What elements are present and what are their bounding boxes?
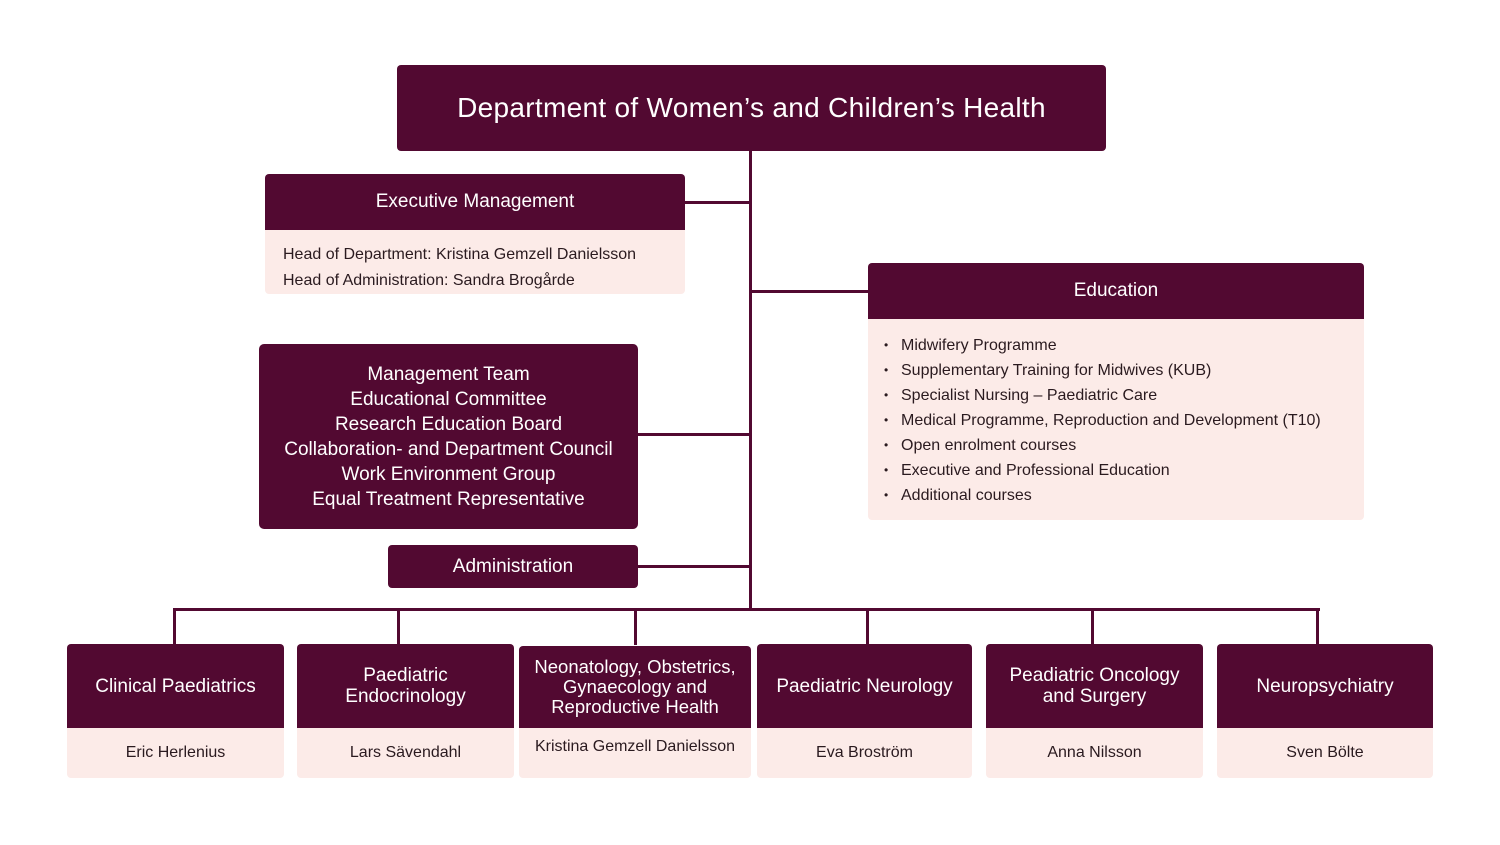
head-of-department: Head of Department: Kristina Gemzell Dan… [283,246,637,263]
department-title-box: Department of Women’s and Children’s Hea… [397,65,1106,151]
division-connector-2 [397,608,400,645]
bullet-icon: • [884,413,889,427]
education-item: •Executive and Professional Education [884,458,1364,483]
division-header-neonatology: Neonatology, Obstetrics, Gynaecology and… [519,646,751,728]
administration-connector [637,565,750,568]
division-head: Anna Nilsson [1047,744,1142,761]
education-item: •Midwifery Programme [884,333,1364,358]
division-head: Sven Bölte [1286,744,1364,761]
divisions-horizontal-connector [173,608,1320,611]
division-head-paediatric-neurology: Eva Broström [757,728,972,778]
division-header-paediatric-endocrinology: Paediatric Endocrinology [297,644,514,728]
committees-box: Management Team Educational Committee Re… [259,344,638,529]
division-connector-5 [1091,608,1094,645]
education-body: •Midwifery Programme •Supplementary Trai… [868,319,1364,520]
bullet-icon: • [884,438,889,452]
committee-item: Work Environment Group [341,463,556,485]
division-name: Paediatric Neurology [776,675,953,697]
department-title: Department of Women’s and Children’s Hea… [457,92,1046,123]
division-connector-1 [173,608,176,645]
main-vertical-connector [749,150,752,611]
division-head: Lars Sävendahl [349,744,462,761]
committee-item: Equal Treatment Representative [312,488,585,510]
administration-box: Administration [388,545,638,588]
committees-connector [637,433,750,436]
division-name: Neonatology, Obstetrics, Gynaecology and… [534,656,736,717]
education-item: •Additional courses [884,483,1364,508]
division-header-oncology-surgery: Peadiatric Oncology and Surgery [986,644,1203,728]
division-head: Eva Broström [816,744,913,761]
division-head-oncology-surgery: Anna Nilsson [986,728,1203,778]
division-head: Eric Herlenius [125,744,226,761]
committee-item: Collaboration- and Department Council [284,438,613,460]
education-item: •Supplementary Training for Midwives (KU… [884,358,1364,383]
executive-management-title: Executive Management [375,191,575,212]
education-connector [750,290,868,293]
education-item: •Specialist Nursing – Paediatric Care [884,383,1364,408]
education-header: Education [868,263,1364,319]
education-item: •Open enrolment courses [884,433,1364,458]
committee-item: Research Education Board [334,413,563,435]
committee-item: Educational Committee [350,388,547,410]
education-item: •Medical Programme, Reproduction and Dev… [884,408,1364,433]
division-head-clinical-paediatrics: Eric Herlenius [67,728,284,778]
bullet-icon: • [884,488,889,502]
executive-management-header: Executive Management [265,174,685,230]
executive-management-body: Head of Department: Kristina Gemzell Dan… [265,230,685,294]
division-head-paediatric-endocrinology: Lars Sävendahl [297,728,514,778]
committee-item: Management Team [367,363,530,385]
administration-label: Administration [452,555,574,577]
division-head-neuropsychiatry: Sven Bölte [1217,728,1433,778]
bullet-icon: • [884,388,889,402]
division-header-paediatric-neurology: Paediatric Neurology [757,644,972,728]
exec-connector [684,201,750,204]
division-header-clinical-paediatrics: Clinical Paediatrics [67,644,284,728]
division-name: Clinical Paediatrics [95,675,256,697]
education-title: Education [1073,280,1159,301]
bullet-icon: • [884,363,889,377]
division-connector-6 [1316,608,1319,645]
division-head: Kristina Gemzell Danielsson [534,738,736,755]
division-name: Paediatric Endocrinology [345,665,466,707]
bullet-icon: • [884,463,889,477]
division-connector-3 [634,608,637,645]
division-connector-4 [866,608,869,645]
division-header-neuropsychiatry: Neuropsychiatry [1217,644,1433,728]
education-list: •Midwifery Programme •Supplementary Trai… [884,333,1364,508]
bullet-icon: • [884,338,889,352]
division-name: Peadiatric Oncology and Surgery [1009,665,1180,707]
division-head-neonatology: Kristina Gemzell Danielsson [519,728,751,778]
head-of-administration: Head of Administration: Sandra Brogårde [283,272,575,289]
division-name: Neuropsychiatry [1256,675,1394,697]
